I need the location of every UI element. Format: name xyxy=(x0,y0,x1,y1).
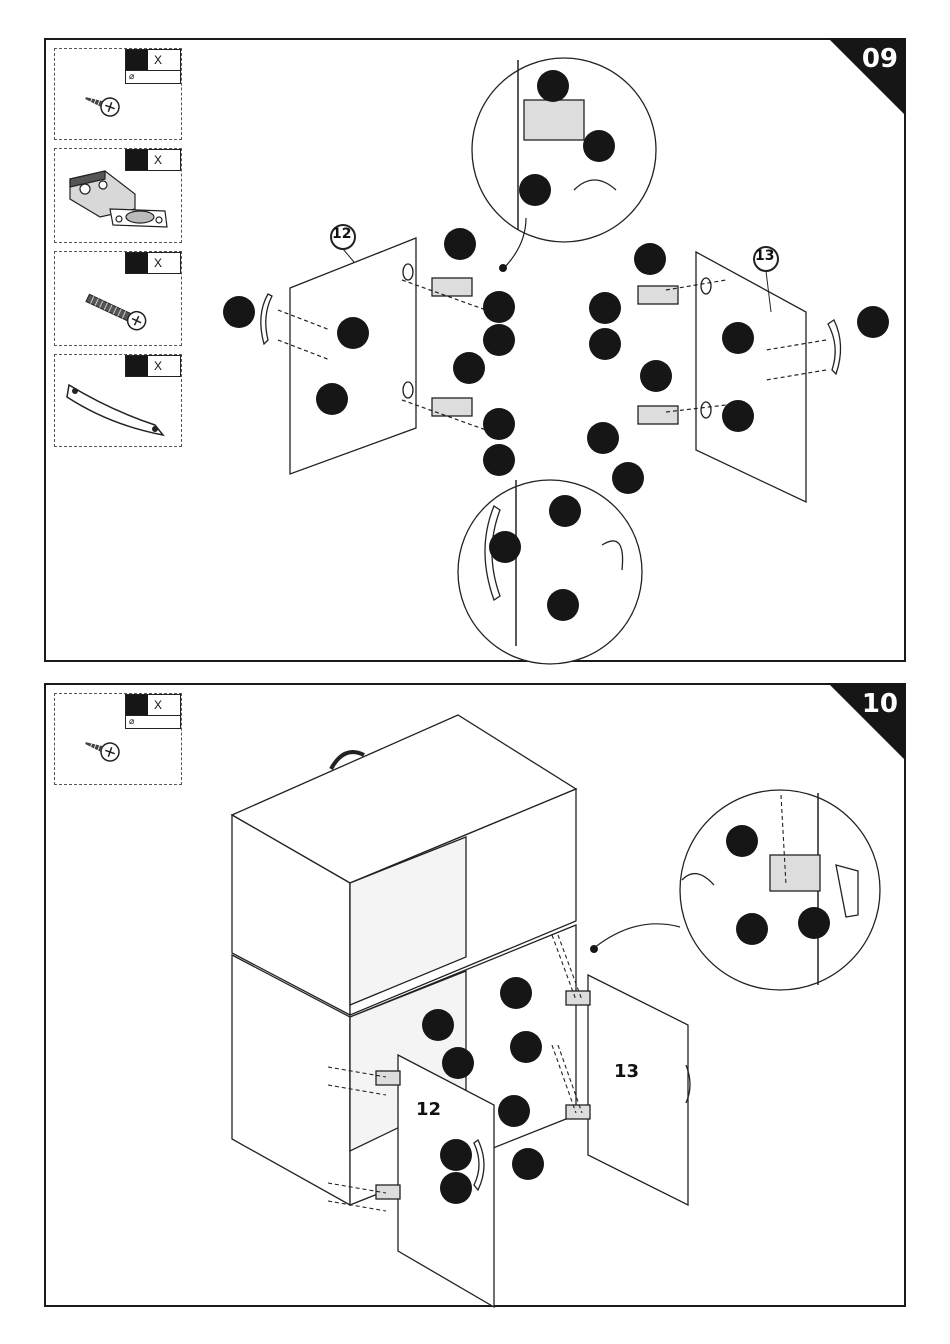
door-13-label: 13 xyxy=(755,248,774,264)
callout-dot xyxy=(483,324,515,356)
callout-dot xyxy=(223,296,255,328)
callout-dot xyxy=(500,977,532,1009)
callout-dot xyxy=(736,913,768,945)
callout-dot xyxy=(640,360,672,392)
callout-dot xyxy=(483,444,515,476)
callout-dot xyxy=(798,907,830,939)
callout-dot xyxy=(589,292,621,324)
callout-dot xyxy=(583,130,615,162)
callout-dot xyxy=(440,1172,472,1204)
callout-dot xyxy=(440,1139,472,1171)
step-09-diagram xyxy=(46,40,908,664)
callout-dot xyxy=(337,317,369,349)
callout-dot xyxy=(537,70,569,102)
callout-dot xyxy=(483,408,515,440)
door-13-open xyxy=(588,975,688,1205)
callout-dot xyxy=(316,383,348,415)
callout-dot xyxy=(547,589,579,621)
door-12-label: 12 xyxy=(416,1099,441,1120)
callout-dot xyxy=(442,1047,474,1079)
step-09-panel: 09 X ⌀ X X xyxy=(44,38,906,662)
door-12 xyxy=(290,238,416,474)
callout-dot xyxy=(444,228,476,260)
callout-dot xyxy=(587,422,619,454)
callout-dot xyxy=(857,306,889,338)
callout-dot xyxy=(519,174,551,206)
callout-dot xyxy=(549,495,581,527)
callout-dot xyxy=(589,328,621,360)
door-13 xyxy=(696,252,806,502)
callout-dot xyxy=(612,462,644,494)
step-10-panel: 10 X ⌀ xyxy=(44,683,906,1307)
callout-dot xyxy=(722,322,754,354)
callout-dot xyxy=(726,825,758,857)
callout-dot xyxy=(634,243,666,275)
callout-dot xyxy=(722,400,754,432)
step-10-diagram xyxy=(46,685,908,1309)
callout-dot xyxy=(512,1148,544,1180)
callout-dot xyxy=(510,1031,542,1063)
door-13-label: 13 xyxy=(614,1061,639,1082)
callout-dot xyxy=(422,1009,454,1041)
door-12-label: 12 xyxy=(332,226,351,242)
callout-dot xyxy=(453,352,485,384)
callout-dot xyxy=(483,291,515,323)
callout-dot xyxy=(489,531,521,563)
callout-dot xyxy=(498,1095,530,1127)
